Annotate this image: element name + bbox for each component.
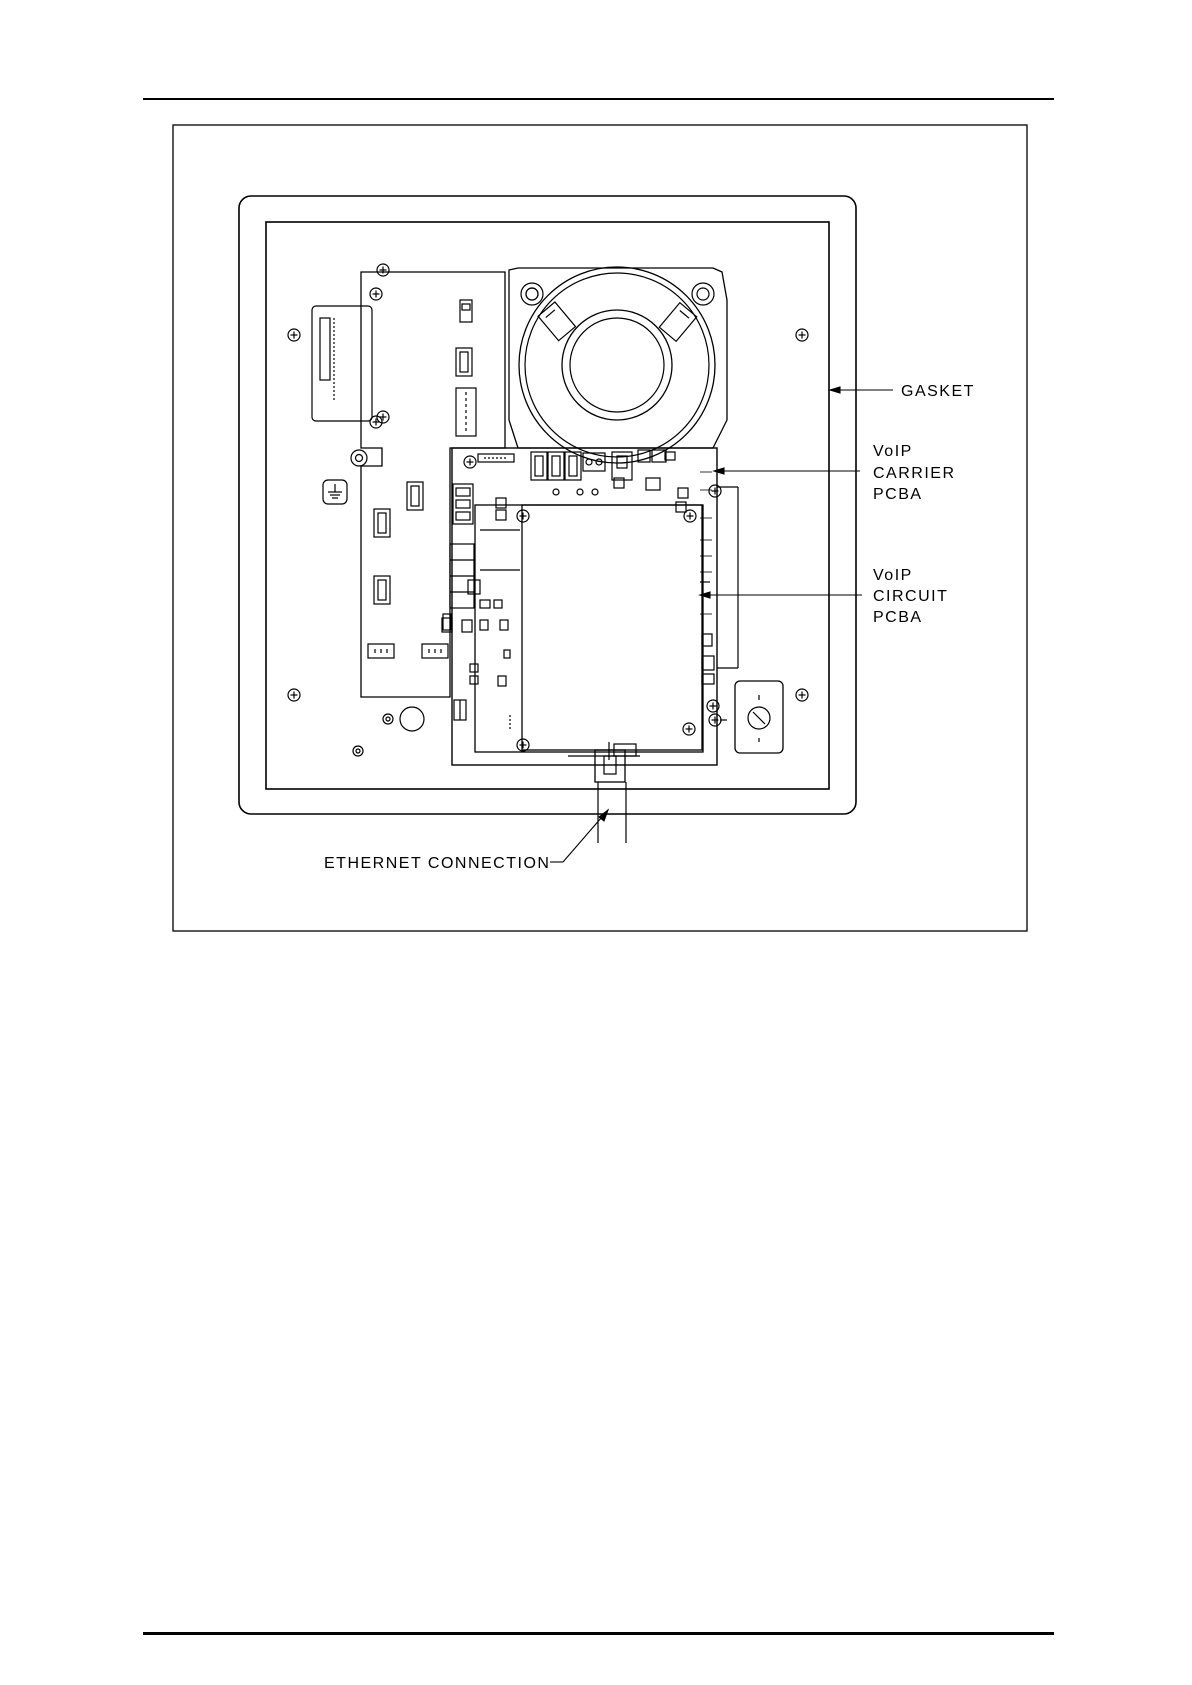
circuit-label-line1: VoIP	[873, 567, 913, 584]
left-board	[361, 272, 505, 697]
voip-carrier-pcba	[442, 448, 738, 765]
figure-frame	[173, 125, 1027, 931]
leader-lines	[550, 387, 893, 862]
screw-icon	[288, 264, 808, 726]
bracket	[735, 681, 783, 753]
circuit-label-line3: PCBA	[873, 609, 923, 626]
voip-circuit-pcba	[462, 505, 710, 752]
gasket-label: GASKET	[901, 383, 975, 400]
circuit-label-line2: CIRCUIT	[873, 588, 948, 605]
ethernet-cable	[595, 742, 626, 843]
ground-icon	[323, 480, 347, 504]
ribbon-connector	[312, 306, 372, 421]
carrier-label-line3: PCBA	[873, 486, 923, 503]
ethernet-label: ETHERNET CONNECTION	[324, 855, 550, 872]
footer-rule	[143, 1632, 1054, 1635]
speaker-icon	[509, 267, 727, 463]
standoff	[351, 450, 367, 466]
carrier-label-line2: CARRIER	[873, 465, 956, 482]
carrier-label-line1: VoIP	[873, 443, 913, 460]
